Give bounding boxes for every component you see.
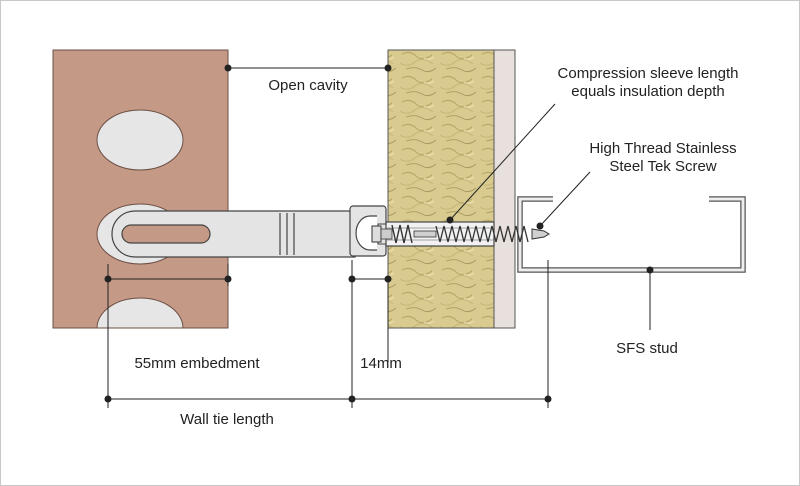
- open-cavity-label: Open cavity: [268, 77, 348, 94]
- compression-sleeve-label-line2: equals insulation depth: [571, 83, 724, 100]
- brick-hole: [96, 297, 184, 329]
- tek-screw-leader: [539, 171, 591, 227]
- brick-hole: [96, 109, 184, 171]
- wall-tie: [111, 210, 356, 258]
- gap-label: 14mm: [360, 355, 402, 372]
- dimension-lines: [104, 260, 552, 408]
- tek-screw: [371, 224, 550, 244]
- wall-tie-slot: [121, 224, 211, 244]
- embedment-label: 55mm embedment: [134, 355, 260, 372]
- brick-wall: [52, 49, 229, 329]
- leader-lines: [224, 64, 654, 330]
- insulation-layer: [387, 49, 495, 329]
- tek-screw-label-line2: Steel Tek Screw: [609, 158, 716, 175]
- compression-sleeve-label-line1: Compression sleeve length: [558, 65, 739, 82]
- compression-sleeve-leader: [449, 103, 556, 221]
- wall-tie-length-label: Wall tie length: [180, 411, 274, 428]
- sfs-stud: [518, 197, 745, 272]
- sheathing-board: [493, 49, 516, 329]
- sfs-stud-label: SFS stud: [616, 340, 678, 357]
- tek-screw-label-line1: High Thread Stainless: [589, 140, 736, 157]
- sfs-stud-outline: [517, 196, 746, 273]
